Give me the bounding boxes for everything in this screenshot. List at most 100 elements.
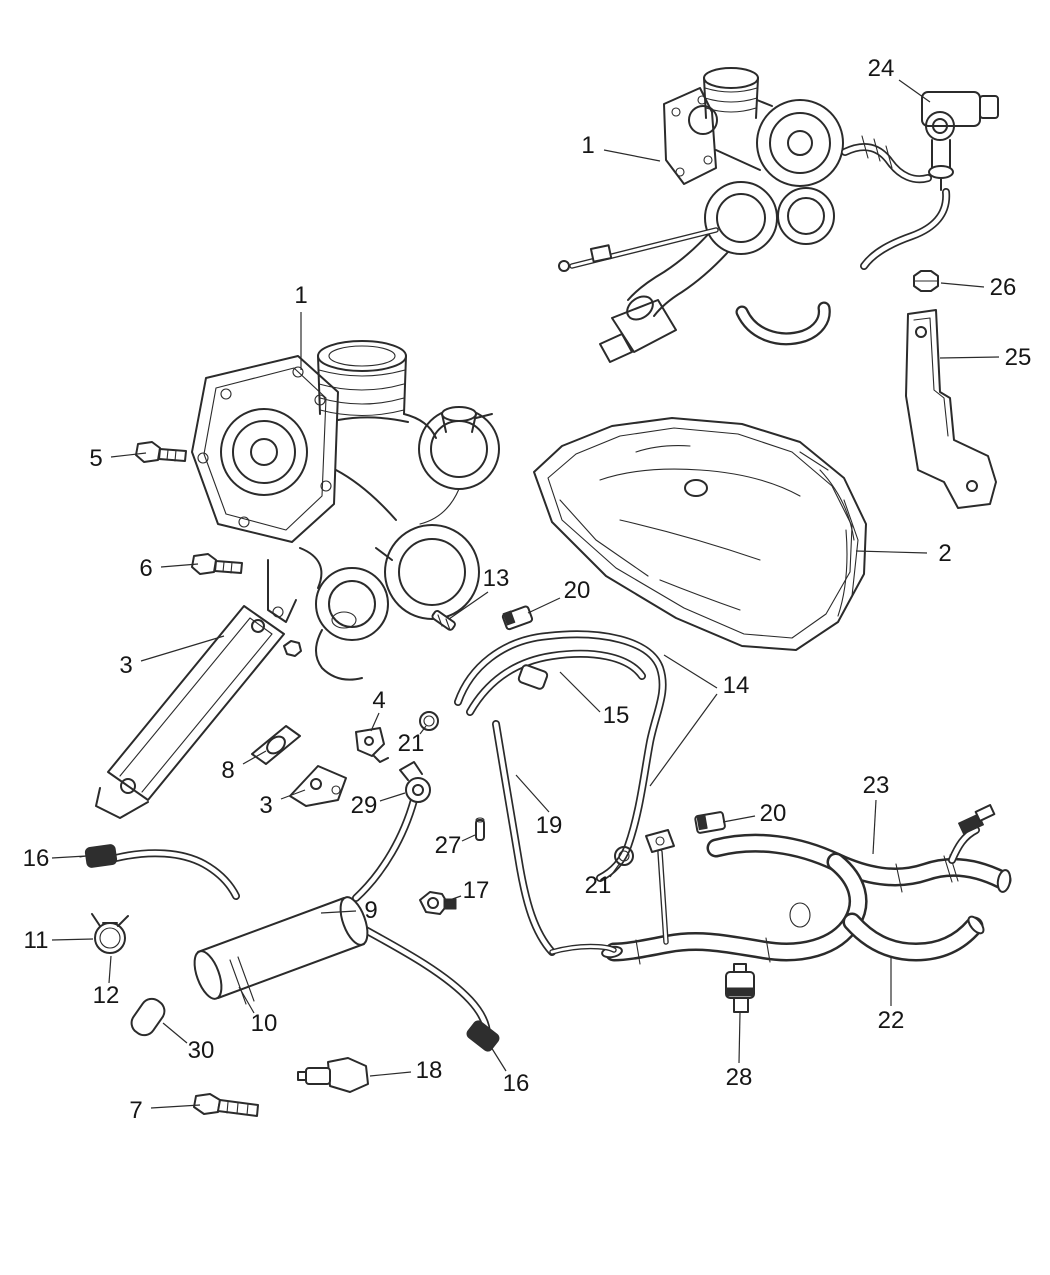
- callout-leader: [939, 356, 1000, 359]
- hose-assembly: [601, 804, 1012, 965]
- fitting-20b: [694, 811, 726, 834]
- callout-leader: [855, 550, 928, 554]
- callout-leader: [722, 815, 756, 823]
- mounting-bracket: [905, 309, 997, 509]
- callout-15-label: 15: [603, 702, 630, 729]
- callout-3-label: 3: [119, 652, 132, 679]
- flange-nut: [913, 270, 939, 292]
- callout-17-label: 17: [463, 877, 490, 904]
- callout-7-label: 7: [129, 1097, 142, 1124]
- callout-5-label: 5: [89, 445, 102, 472]
- callout-leader: [663, 654, 718, 689]
- callout-leader: [443, 895, 462, 903]
- callout-leader: [490, 1046, 507, 1072]
- sleeve-30: [130, 997, 166, 1037]
- callout-29-label: 29: [351, 792, 378, 819]
- turbo-assembly-top: [558, 67, 844, 363]
- hose-fitting-16a: [79, 844, 240, 900]
- callout-27-label: 27: [435, 832, 462, 859]
- small-bracket: [289, 765, 347, 807]
- callout-20-label: 20: [564, 577, 591, 604]
- callout-13-label: 13: [483, 565, 510, 592]
- callout-18-label: 18: [416, 1057, 443, 1084]
- plug-fitting-17: [419, 891, 457, 915]
- egr-valve: [921, 91, 999, 191]
- callout-leader: [150, 1104, 201, 1109]
- callout-14-label: 14: [723, 672, 750, 699]
- callout-4-label: 4: [372, 687, 385, 714]
- hose-fitting-16b: [466, 1020, 500, 1052]
- callout-19-label: 19: [536, 812, 563, 839]
- callout-leader: [110, 452, 147, 458]
- sensor-28: [725, 963, 755, 1013]
- callout-leader: [419, 725, 427, 735]
- callout-16-label: 16: [503, 1070, 530, 1097]
- callout-2-label: 2: [938, 540, 951, 567]
- callout-leader: [527, 597, 561, 614]
- callout-20-label: 20: [760, 800, 787, 827]
- callout-25-label: 25: [1005, 344, 1032, 371]
- callout-leader: [51, 855, 87, 859]
- banjo-fitting: [399, 761, 431, 803]
- turbo-top-hoses: [735, 135, 951, 346]
- damper-tube-assembly: [193, 796, 492, 1042]
- support-bracket: [95, 605, 302, 819]
- callout-10-label: 10: [251, 1010, 278, 1037]
- callout-9-label: 9: [364, 897, 377, 924]
- callout-26-label: 26: [990, 274, 1017, 301]
- callout-leader: [108, 955, 112, 984]
- bolt-6: [191, 553, 243, 575]
- callout-leader: [649, 693, 718, 787]
- o-ring-21b: [614, 846, 634, 866]
- callout-28-label: 28: [726, 1064, 753, 1091]
- callout-12-label: 12: [93, 982, 120, 1009]
- bolt-7: [193, 1093, 259, 1117]
- callout-23-label: 23: [863, 772, 890, 799]
- callout-leader: [940, 282, 985, 288]
- callout-leader: [872, 799, 877, 855]
- callout-leader: [379, 792, 406, 802]
- callout-leader: [738, 1012, 741, 1064]
- callout-21-label: 21: [398, 730, 425, 757]
- callout-leader: [369, 1071, 412, 1077]
- bolt-5: [135, 441, 187, 463]
- o-ring-21a: [419, 711, 439, 731]
- callout-leader: [238, 986, 255, 1014]
- callout-16-label: 16: [23, 845, 50, 872]
- callout-21-label: 21: [585, 872, 612, 899]
- nut-fitting-18: [297, 1057, 369, 1093]
- callout-leader: [448, 591, 489, 620]
- callout-leader: [370, 712, 380, 732]
- callout-leader: [140, 635, 225, 662]
- callout-1-label: 1: [581, 132, 594, 159]
- callout-leader: [515, 774, 550, 813]
- clamp-bracket: [355, 727, 389, 763]
- callout-22-label: 22: [878, 1007, 905, 1034]
- callout-leader: [320, 910, 357, 914]
- callout-leader: [461, 834, 476, 842]
- oil-and-vacuum-tubes: [454, 630, 675, 956]
- callout-24-label: 24: [868, 55, 895, 82]
- callout-1-label: 1: [294, 282, 307, 309]
- gasket: [251, 725, 301, 765]
- fitting-20a: [501, 605, 534, 631]
- pin-27: [475, 817, 485, 841]
- callout-3-label: 3: [259, 792, 272, 819]
- callout-leader: [51, 938, 94, 941]
- callout-leader: [603, 149, 661, 162]
- spring-clamp: [91, 913, 129, 954]
- callout-6-label: 6: [139, 555, 152, 582]
- callout-leader: [559, 671, 601, 713]
- callout-30-label: 30: [188, 1037, 215, 1064]
- callout-leader: [898, 79, 931, 103]
- callout-leader: [242, 750, 267, 765]
- stud-13: [431, 610, 456, 631]
- heat-shield: [533, 417, 867, 651]
- turbo-assembly-main: [191, 340, 500, 681]
- callout-leader: [160, 563, 199, 568]
- callout-leader: [280, 789, 306, 800]
- callout-11-label: 11: [24, 927, 49, 954]
